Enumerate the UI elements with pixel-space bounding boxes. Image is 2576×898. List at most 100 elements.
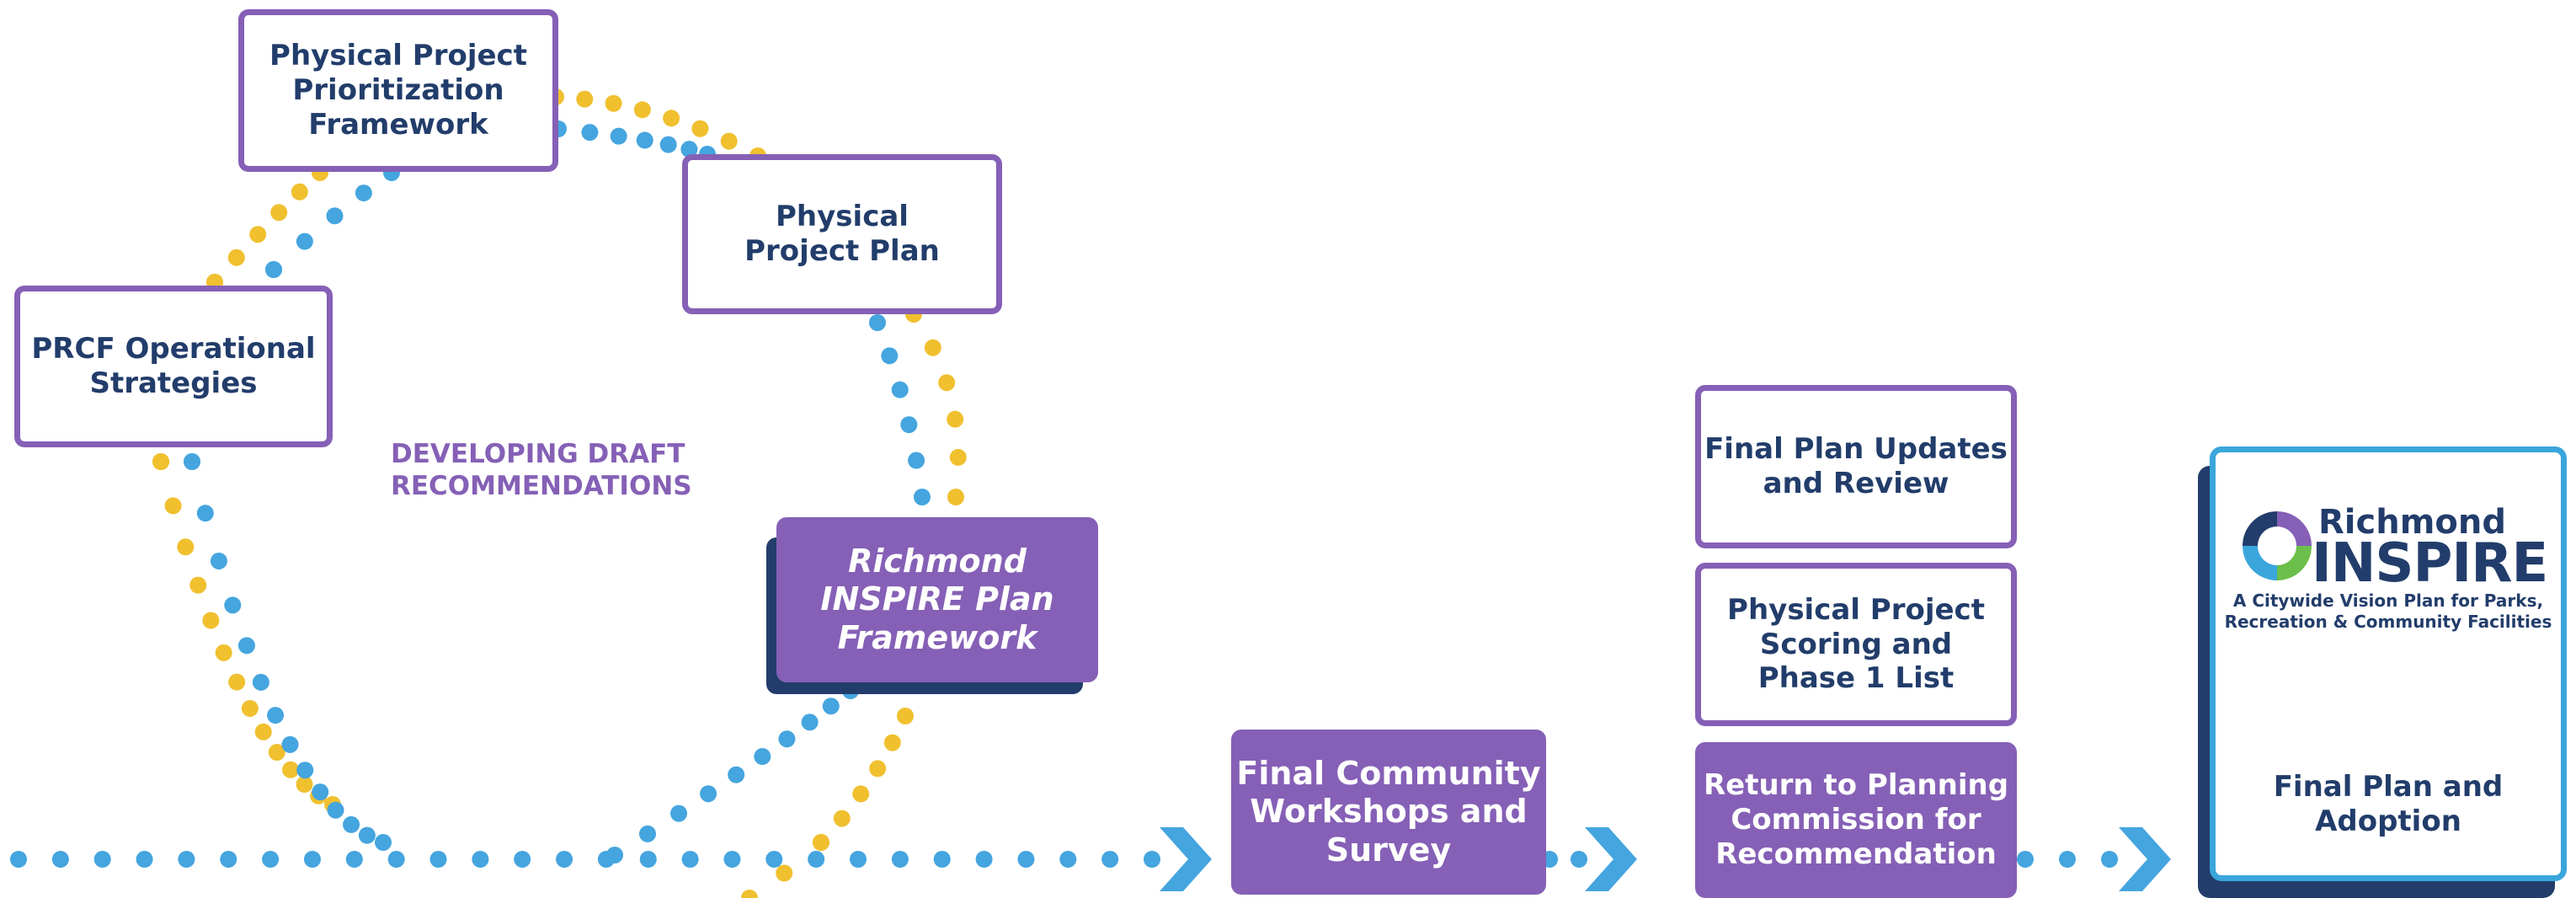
connector-dot <box>429 851 447 868</box>
connector-dot <box>189 576 207 594</box>
connector-dot <box>2017 851 2034 868</box>
connector-dot <box>670 804 688 822</box>
connector-dot <box>728 766 745 783</box>
connector-dot <box>296 776 313 794</box>
step-physical-project-plan: Physical Project Plan <box>682 154 1002 314</box>
connector-dot <box>881 347 899 365</box>
connector-dot <box>700 785 717 803</box>
connector-dot <box>93 851 111 868</box>
connector-dot <box>754 748 771 766</box>
logo-word-richmond: Richmond <box>2318 503 2506 542</box>
connector-dot <box>639 851 657 868</box>
connector-dot <box>1017 851 1035 868</box>
connector-dot <box>387 851 405 868</box>
connector-dot <box>776 864 793 882</box>
connector-dot <box>900 416 918 434</box>
connector-dot <box>196 505 214 522</box>
connector-dot <box>633 101 651 119</box>
connector-dot <box>202 612 220 629</box>
connector-dot <box>358 826 376 844</box>
connector-dot <box>741 890 758 898</box>
connector-dot <box>720 132 738 150</box>
connector-dot <box>556 851 573 868</box>
connector-dot <box>681 851 699 868</box>
step-inspire-plan-framework: Richmond INSPIRE Plan Framework <box>776 517 1098 682</box>
connector-dot <box>355 184 372 202</box>
connector-dot <box>177 538 195 556</box>
connector-dot <box>576 90 594 108</box>
connector-dot <box>326 207 344 225</box>
connector-dot <box>296 233 313 250</box>
step-final-plan-updates: Final Plan Updates and Review <box>1695 385 2017 548</box>
connector-dot <box>778 730 796 748</box>
connector-dot <box>268 744 285 762</box>
connector-dot <box>924 339 941 356</box>
connector-dot <box>581 124 599 142</box>
connector-dot <box>663 110 680 127</box>
step-prioritization-framework: Physical Project Prioritization Framewor… <box>238 9 558 172</box>
connector-dot <box>1144 851 1160 868</box>
connector-dot <box>210 552 227 569</box>
connector-dot <box>296 762 314 779</box>
connector-dot <box>947 410 964 428</box>
connector-dot <box>152 453 169 470</box>
connector-dot <box>897 708 914 724</box>
connector-dot <box>610 127 627 145</box>
connector-dot <box>659 136 677 153</box>
connector-dot <box>252 673 269 691</box>
connector-dot <box>164 497 182 515</box>
connector-dot <box>833 810 851 827</box>
connector-dot <box>51 851 69 868</box>
connector-dot <box>975 851 993 868</box>
connector-dot <box>178 851 195 868</box>
connector-dot <box>270 204 288 222</box>
connector-dot <box>375 834 392 851</box>
connector-dot <box>691 120 709 137</box>
connector-dot <box>914 489 931 505</box>
connector-dot <box>891 381 909 398</box>
logo-tagline: A Citywide Vision Plan for Parks, Recrea… <box>2224 591 2552 632</box>
connector-dot <box>136 851 153 868</box>
connector-dot <box>254 723 272 740</box>
connector-dot <box>282 761 300 778</box>
connector-dot <box>597 851 615 868</box>
connector-dot <box>801 714 819 731</box>
connector-dot <box>241 699 259 717</box>
connector-dot <box>265 261 282 278</box>
connector-dot <box>514 851 531 868</box>
step-scoring-phase1-list: Physical Project Scoring and Phase 1 Lis… <box>1695 563 2017 726</box>
connector-dot <box>639 825 657 842</box>
connector-dot <box>228 673 246 691</box>
connector-dot <box>312 783 329 801</box>
connector-dot <box>2059 851 2076 868</box>
connector-dot <box>813 834 829 851</box>
connector-dot <box>933 851 951 868</box>
connector-dot <box>215 644 232 661</box>
final-plan-card: Richmond INSPIRE A Citywide Vision Plan … <box>2210 446 2567 881</box>
connector-dot <box>281 735 299 753</box>
connector-dot <box>680 141 698 158</box>
connector-dot <box>869 760 887 778</box>
connector-dot <box>249 226 267 243</box>
connector-dot <box>303 851 321 868</box>
connector-dot <box>2101 851 2118 868</box>
connector-dot <box>822 698 840 715</box>
connector-dot <box>1571 851 1587 868</box>
connector-dot <box>947 489 964 505</box>
connector-dot <box>184 453 200 470</box>
connector-dot <box>1059 851 1077 868</box>
connector-dot <box>883 734 901 751</box>
chevron-right-icon <box>2119 827 2171 891</box>
connector-dot <box>869 314 886 331</box>
connector-dot <box>472 851 489 868</box>
swirl-logo-icon <box>2243 511 2312 580</box>
connector-dot <box>891 851 909 868</box>
connector-dot <box>908 452 925 469</box>
connector-dot <box>1101 851 1119 868</box>
connector-dot <box>327 801 344 819</box>
connector-dot <box>227 249 245 266</box>
step-final-community-workshops: Final Community Workshops and Survey <box>1231 730 1546 895</box>
connector-dot <box>605 94 622 112</box>
connector-dot <box>852 785 870 803</box>
